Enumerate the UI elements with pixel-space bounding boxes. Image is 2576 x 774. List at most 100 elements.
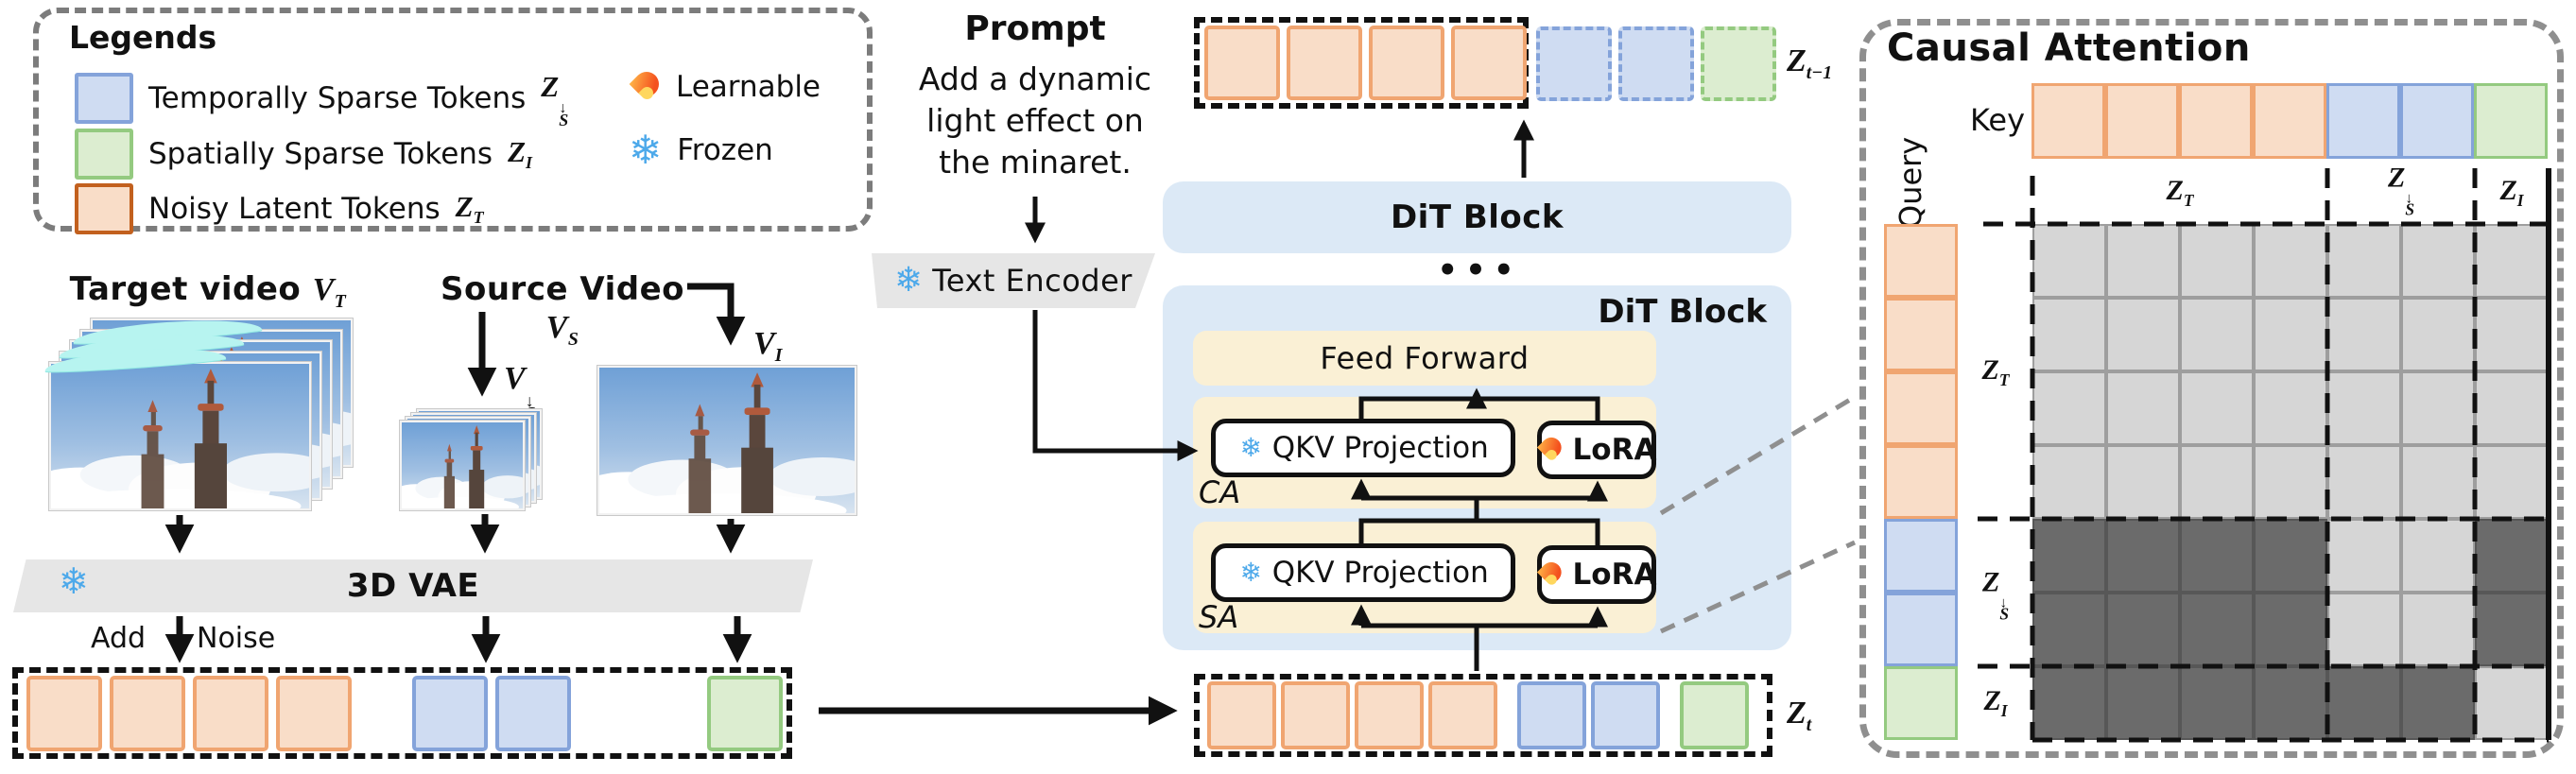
token-cell [1884, 298, 1958, 371]
token-cell [1884, 593, 1958, 666]
mask-cell-attended [2327, 519, 2401, 593]
token-cell [412, 675, 488, 751]
legend-item-symbol: ZT [455, 189, 484, 228]
lora-ca: LoRA [1537, 421, 1656, 479]
mask-cell-attended [2327, 593, 2401, 666]
token-cell [1369, 26, 1444, 100]
lora-sa: LoRA [1537, 545, 1656, 604]
zt-minus1-predicted-cells [1536, 26, 1783, 101]
blue-swatch-icon [75, 73, 133, 125]
token-cell [2105, 83, 2179, 159]
query-group-label-zi: ZI [1983, 685, 2008, 720]
query-label: Query [1893, 136, 1928, 229]
mask-cell-attended [2401, 224, 2475, 298]
snowflake-icon: ❄ [629, 127, 663, 173]
feed-forward-box: Feed Forward [1193, 331, 1656, 386]
legend-item-label: Temporally Sparse Tokens [148, 81, 527, 116]
causal-attention-title: Causal Attention [1887, 26, 2251, 70]
attention-mask-matrix [2032, 224, 2549, 740]
spacer [1701, 26, 1776, 101]
mask-cell-attended [2106, 371, 2180, 445]
token-cell [1680, 681, 1749, 749]
legend-item-symbol: ZI [508, 134, 533, 173]
token-cell [1355, 681, 1424, 749]
mask-cell-attended [2254, 224, 2327, 298]
mask-cell-masked [2254, 593, 2327, 666]
mask-cell-attended [2475, 224, 2549, 298]
mask-cell-attended [2327, 224, 2401, 298]
mask-cell-masked [2475, 593, 2549, 666]
key-group-label-zs: Z↓S [2388, 162, 2414, 219]
mask-cell-attended [2401, 445, 2475, 519]
snowflake-icon: ❄ [1239, 432, 1263, 464]
source-video-symbol: VS [545, 310, 579, 350]
image-condition-symbol: VI [753, 326, 783, 366]
mask-cell-masked [2032, 593, 2106, 666]
token-cell [26, 675, 102, 751]
snowflake-icon: ❄ [1239, 557, 1263, 589]
token-cell [110, 675, 185, 751]
token-cell [276, 675, 352, 751]
token-cell [1884, 371, 1958, 445]
source-video-text: Source Video [441, 270, 684, 308]
source-video-label: Source Video VS [430, 270, 695, 351]
key-group-label-zt: ZT [2166, 175, 2194, 210]
mask-cell-attended [2401, 298, 2475, 371]
flame-icon [1539, 435, 1563, 466]
mask-cell-attended [2475, 298, 2549, 371]
legend-item-label: Spatially Sparse Tokens [148, 137, 493, 171]
text-encoder-bar: ❄ Text Encoder [872, 253, 1155, 308]
token-cell [1517, 681, 1586, 749]
mask-cell-attended [2254, 298, 2327, 371]
target-video-stack [28, 318, 354, 510]
lora-label: LoRA [1572, 433, 1657, 467]
source-downsampled-stack [400, 409, 547, 510]
self-attention-tag: SA [1199, 599, 1239, 635]
target-video-text: Target video [69, 270, 302, 308]
mask-cell-attended [2327, 298, 2401, 371]
legend-marker-learnable: Learnable [632, 68, 821, 106]
mask-cell-attended [2106, 298, 2180, 371]
mask-cell-attended [2180, 224, 2254, 298]
mask-cell-attended [2327, 371, 2401, 445]
zt-minus1-token-row [1194, 17, 1529, 109]
flame-icon [632, 68, 661, 106]
mask-cell-attended [2401, 593, 2475, 666]
mask-cell-masked [2180, 519, 2254, 593]
snowflake-icon: ❄ [894, 261, 924, 300]
mask-cell-attended [2032, 445, 2106, 519]
token-cell [1204, 26, 1280, 100]
mask-cell-masked [2106, 666, 2180, 740]
mask-cell-attended [2401, 519, 2475, 593]
token-cell [1884, 224, 1958, 298]
add-noise-before: Add [91, 622, 147, 655]
mask-cell-masked [2254, 519, 2327, 593]
latent-token-row [12, 667, 792, 759]
zt-label: Zt [1787, 696, 1812, 735]
text-encoder-label: Text Encoder [932, 263, 1132, 299]
legend-panel: Legends Temporally Sparse Tokens Z↓S Spa… [33, 8, 873, 234]
key-token-row [2031, 83, 2548, 159]
mask-cell-attended [2254, 445, 2327, 519]
legend-title: Legends [69, 19, 217, 56]
mask-cell-attended [2475, 666, 2549, 740]
token-cell [707, 675, 783, 751]
legend-item-symbol: Z↓S [541, 70, 569, 130]
mask-cell-masked [2327, 666, 2401, 740]
token-cell [1884, 666, 1958, 740]
token-cell [1884, 445, 1958, 519]
zt-token-row [1194, 674, 1772, 757]
mask-cell-attended [2032, 371, 2106, 445]
token-cell [2474, 83, 2548, 159]
token-cell [1428, 681, 1497, 749]
flame-icon [1539, 559, 1563, 591]
query-group-label-zs: Z↓S [1982, 566, 2009, 624]
qkv-projection-ca: ❄ QKV Projection [1211, 419, 1515, 477]
self-attention-box: ❄ QKV Projection LoRA SA [1193, 522, 1656, 635]
mask-cell-masked [2401, 666, 2475, 740]
dit-block-top: DiT Block [1163, 181, 1791, 253]
dit-block-main-label: DiT Block [1598, 293, 1767, 331]
query-token-column [1884, 224, 1958, 740]
lora-label: LoRA [1572, 558, 1657, 592]
